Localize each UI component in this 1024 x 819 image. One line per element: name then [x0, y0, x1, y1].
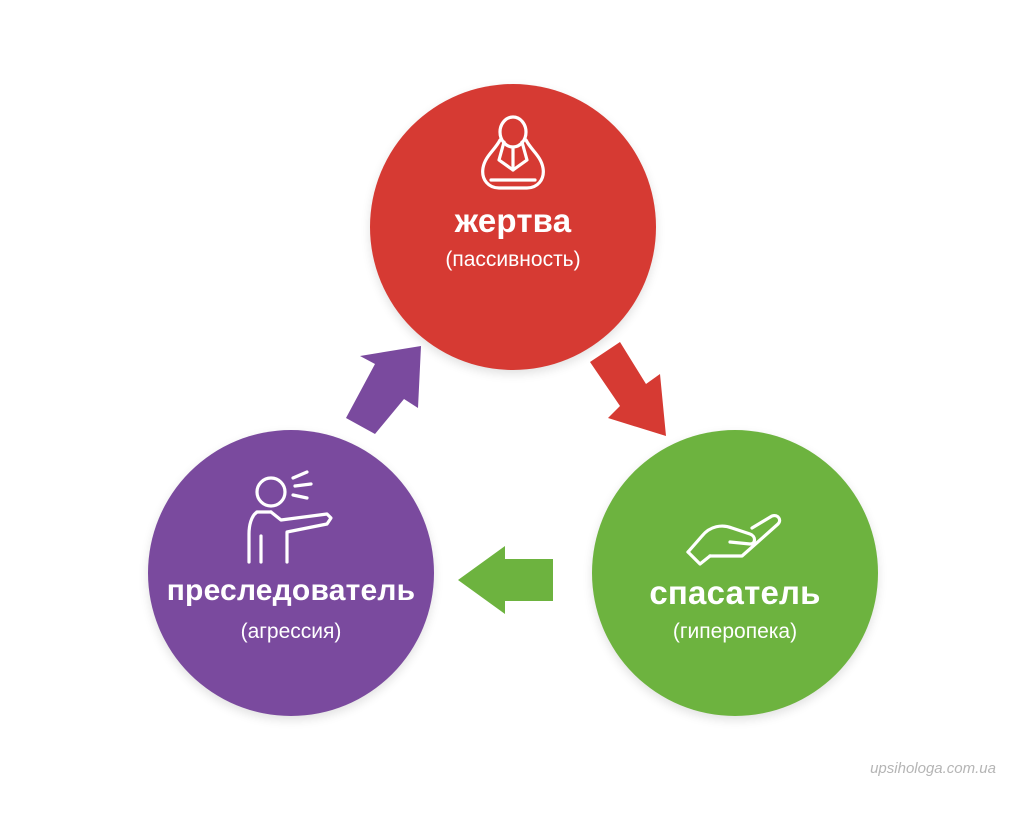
- rescuer-node: спасатель (гиперопека): [592, 430, 878, 716]
- rescuer-subtitle: (гиперопека): [672, 620, 798, 643]
- crying-person-icon: [481, 115, 545, 190]
- rescuer-title: спасатель: [649, 574, 821, 611]
- arrow-persecutor-to-victim: [346, 346, 421, 434]
- victim-title: жертва: [454, 202, 572, 239]
- persecutor-node: преследователь (агрессия): [148, 430, 434, 716]
- arrow-victim-to-rescuer: [590, 342, 666, 436]
- watermark: upsihologa.com.ua: [870, 760, 996, 777]
- victim-subtitle: (пассивность): [445, 248, 581, 271]
- victim-node: жертва (пассивность): [370, 84, 656, 370]
- pointing-person-icon: [247, 470, 333, 564]
- open-hand-icon: [686, 514, 782, 566]
- persecutor-subtitle: (агрессия): [240, 620, 342, 643]
- arrow-rescuer-to-persecutor: [458, 546, 553, 614]
- persecutor-title: преследователь: [166, 574, 416, 607]
